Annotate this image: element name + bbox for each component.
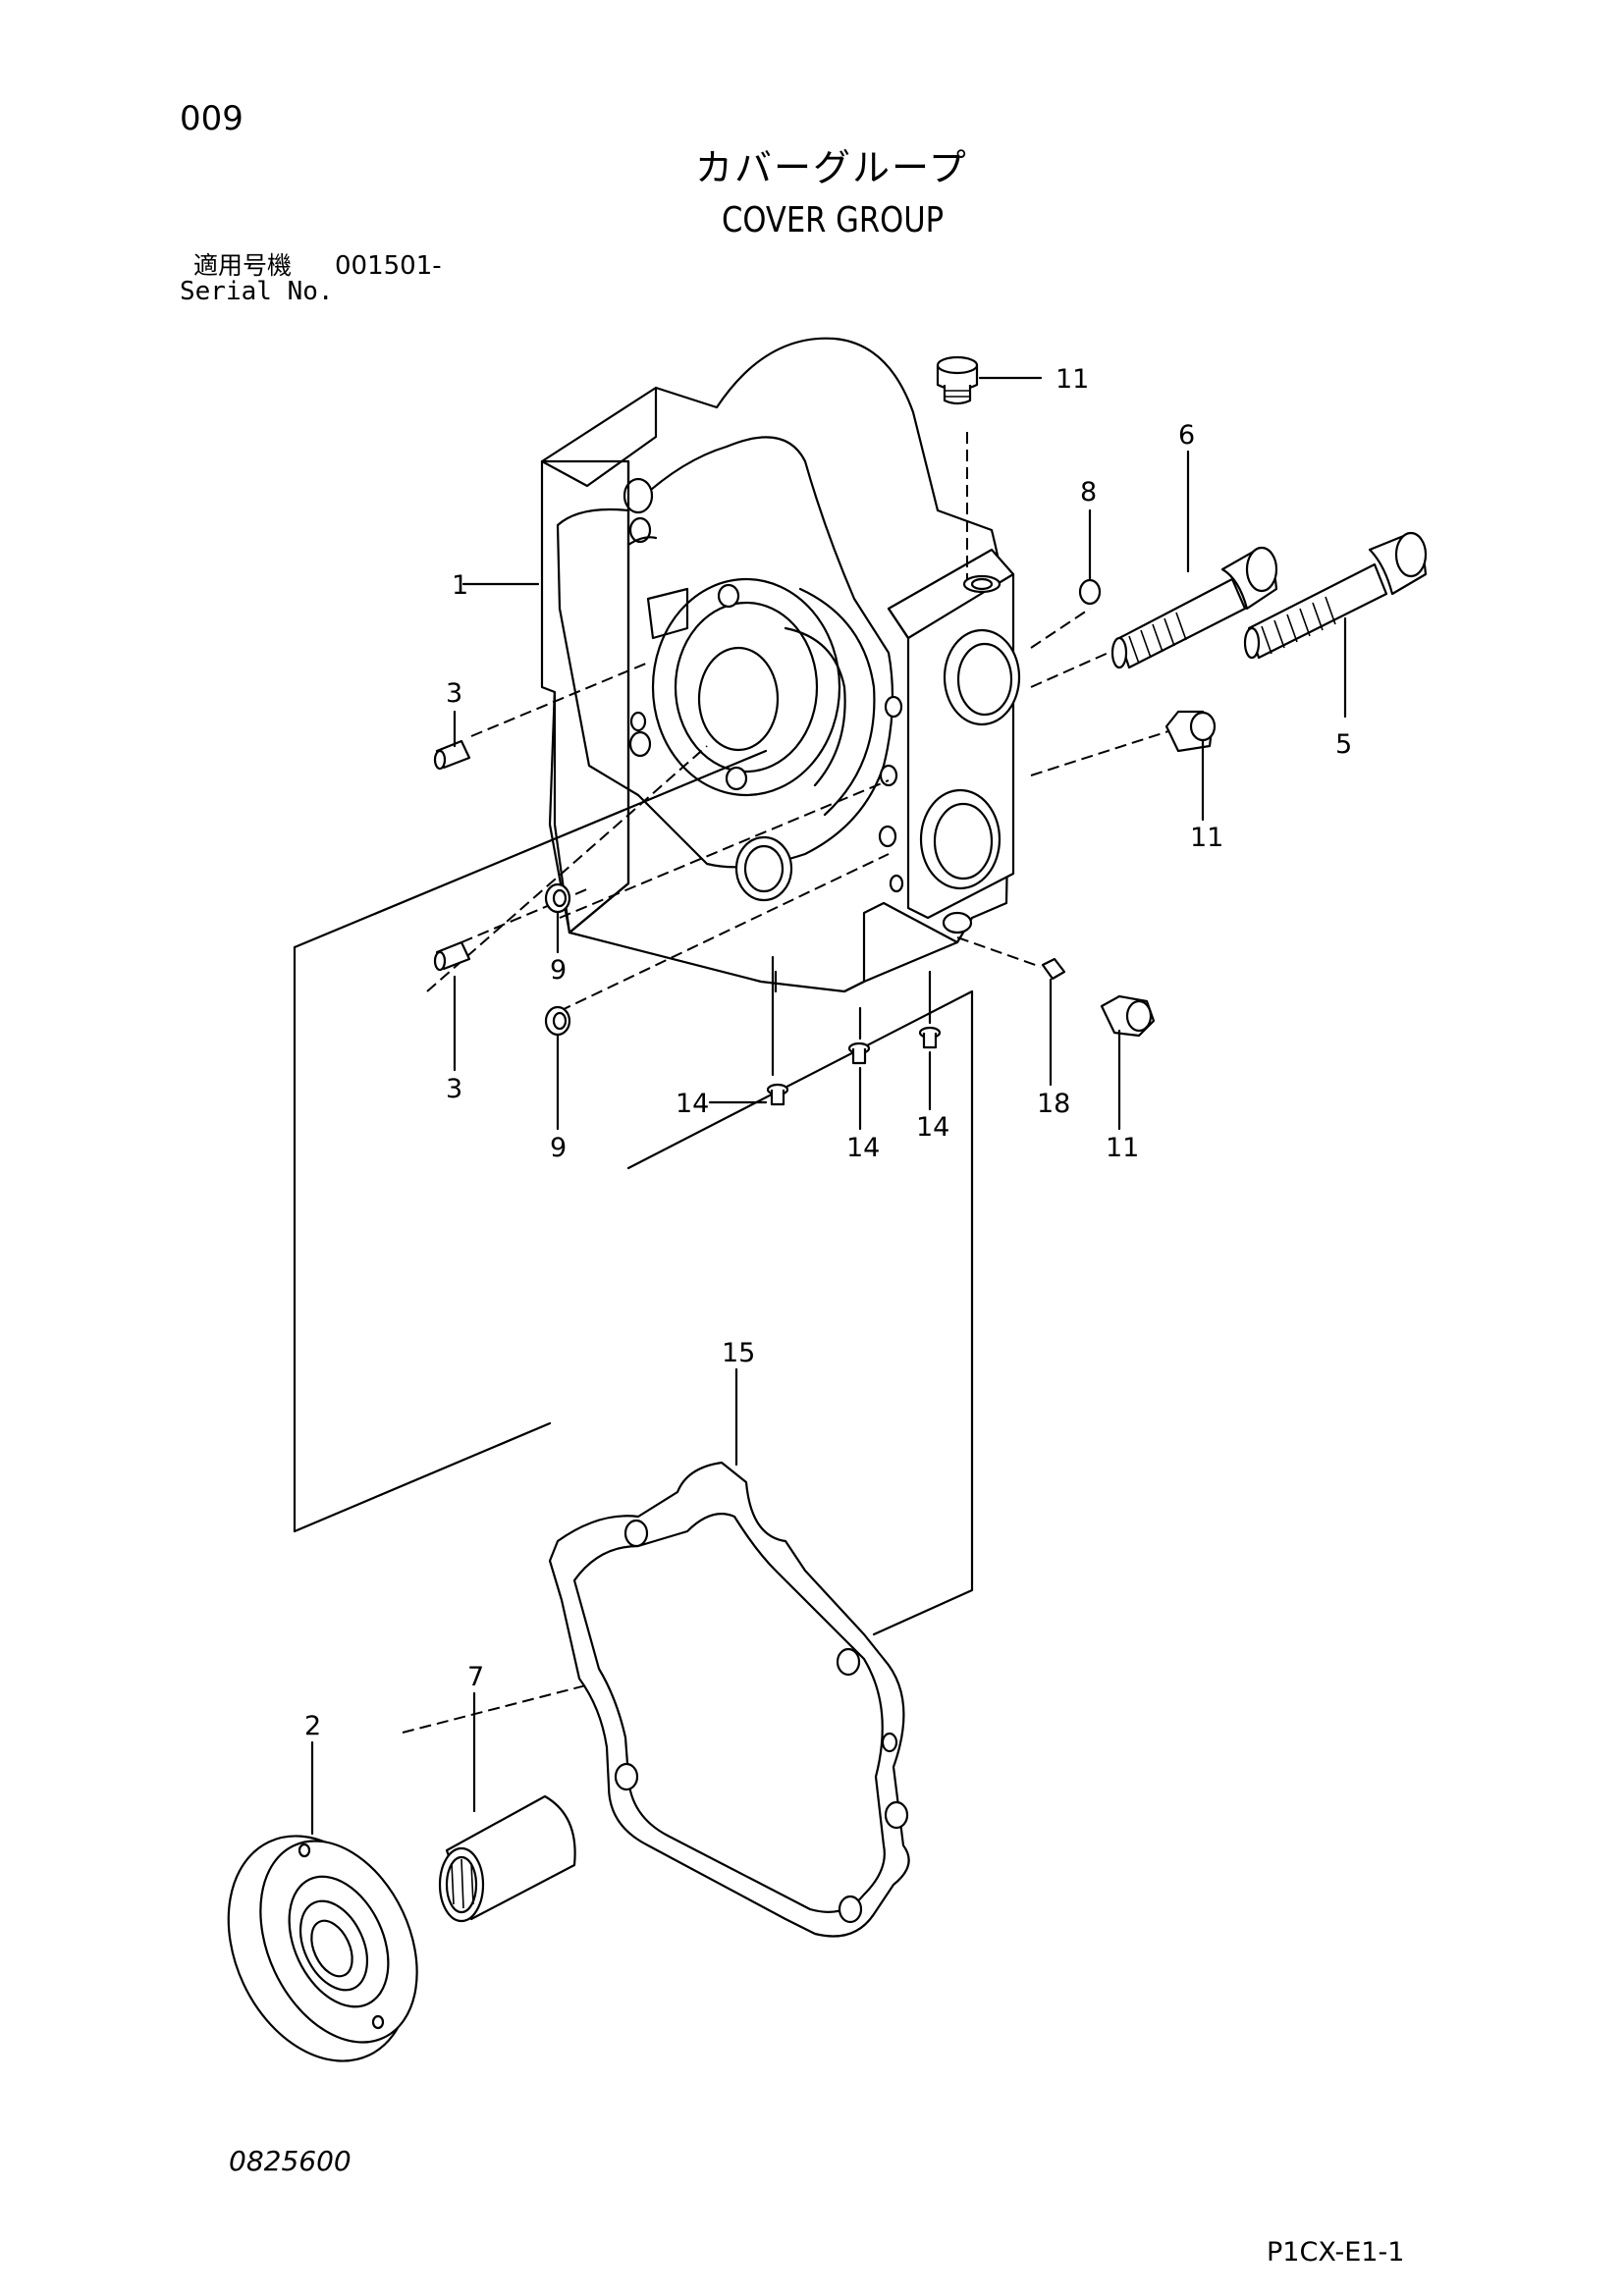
callout-numbers: 11 6 8 1 3 5 11 9 3 9 14 14 14 18 11 15 …: [304, 364, 1352, 1741]
o-ring-part: [1078, 578, 1102, 606]
screw-14-middle-part: [847, 1041, 871, 1065]
callout-14-left: 14: [676, 1089, 709, 1119]
pin-top-part: [433, 739, 471, 771]
leader-lines: [310, 376, 1347, 1836]
gasket-part: [548, 1461, 910, 1938]
sheet-code: P1CX-E1-1: [1267, 2237, 1405, 2268]
side-plate-part: [227, 1835, 418, 2062]
callout-15: 15: [722, 1338, 755, 1368]
plug-right-part: [1164, 710, 1217, 753]
callout-7: 7: [467, 1662, 484, 1692]
callout-18: 18: [1037, 1089, 1070, 1119]
callout-14-middle: 14: [846, 1133, 880, 1163]
callout-6: 6: [1178, 420, 1195, 451]
pin-bottom-part: [433, 940, 471, 972]
callout-11-top: 11: [1056, 364, 1089, 395]
drawing-code: 0825600: [229, 2145, 352, 2177]
plug-bottom-part: [1100, 994, 1156, 1038]
callout-9-top: 9: [550, 955, 567, 986]
callout-9-bottom: 9: [550, 1133, 567, 1163]
callout-5: 5: [1335, 729, 1352, 760]
callout-11-right: 11: [1190, 823, 1223, 853]
callout-8: 8: [1080, 477, 1097, 507]
callout-11-bottom: 11: [1106, 1133, 1139, 1163]
plug-top-part: [936, 355, 979, 405]
page-title-japanese: カバーグループ: [695, 146, 968, 189]
callout-14-right: 14: [916, 1112, 949, 1143]
serial-label-english: Serial No.: [180, 277, 334, 306]
screw-14-left-part: [766, 1083, 789, 1106]
socket-bolt-5-part: [1243, 531, 1428, 660]
cover-housing-part: [540, 337, 1021, 993]
washer-bottom-part: [544, 1005, 571, 1037]
serial-label-japanese: 適用号機: [193, 251, 293, 280]
page-title-english: COVER GROUP: [722, 200, 945, 240]
callout-3-bottom: 3: [446, 1074, 462, 1104]
screw-14-right-part: [918, 1026, 942, 1049]
set-screw-part: [1041, 957, 1066, 981]
page-number: 009: [180, 99, 244, 138]
serial-number-value: 001501-: [335, 251, 442, 281]
callout-1: 1: [452, 570, 468, 601]
socket-bolt-6-part: [1110, 546, 1278, 669]
needle-bearing-part: [438, 1794, 576, 1923]
washer-top-part: [544, 882, 571, 914]
callout-3-top: 3: [446, 678, 462, 709]
exploded-axis-lines: [402, 432, 1169, 1734]
gasket-projection-lines: [293, 749, 974, 1636]
callout-2: 2: [304, 1711, 321, 1741]
